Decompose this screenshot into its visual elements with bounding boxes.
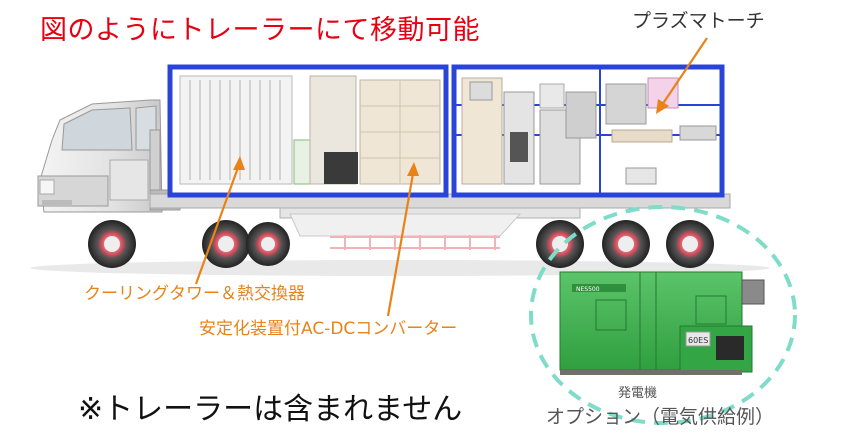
converter-label: 安定化装置付AC-DCコンバーター: [199, 319, 458, 339]
plasma-torch-label: プラズマトーチ: [632, 10, 765, 32]
generator-model-marking: NES500: [576, 286, 600, 293]
converter-callout-line: [386, 167, 416, 317]
cooling-tower-callout-line: [194, 161, 242, 285]
option-label: オプション（電気供給例）: [546, 406, 775, 428]
callout-lines: [194, 37, 708, 317]
generator-highlight-circle: [529, 205, 797, 425]
generator-label: 発電機: [618, 386, 658, 401]
container-right: [451, 64, 725, 198]
generator: [529, 205, 797, 425]
plasma-torch-callout-line: [659, 37, 708, 109]
trailer-not-included-note: ※トレーラーは含まれません: [78, 392, 463, 427]
wheels: [88, 220, 714, 268]
page-title: 図のようにトレーラーにて移動可能: [40, 15, 480, 46]
container-left: [167, 64, 449, 198]
cooling-tower-label: クーリングタワー＆熱交換器: [84, 284, 305, 304]
callout-arrowheads: [233, 99, 669, 176]
generator-unit-marking: 60ES: [688, 336, 708, 345]
